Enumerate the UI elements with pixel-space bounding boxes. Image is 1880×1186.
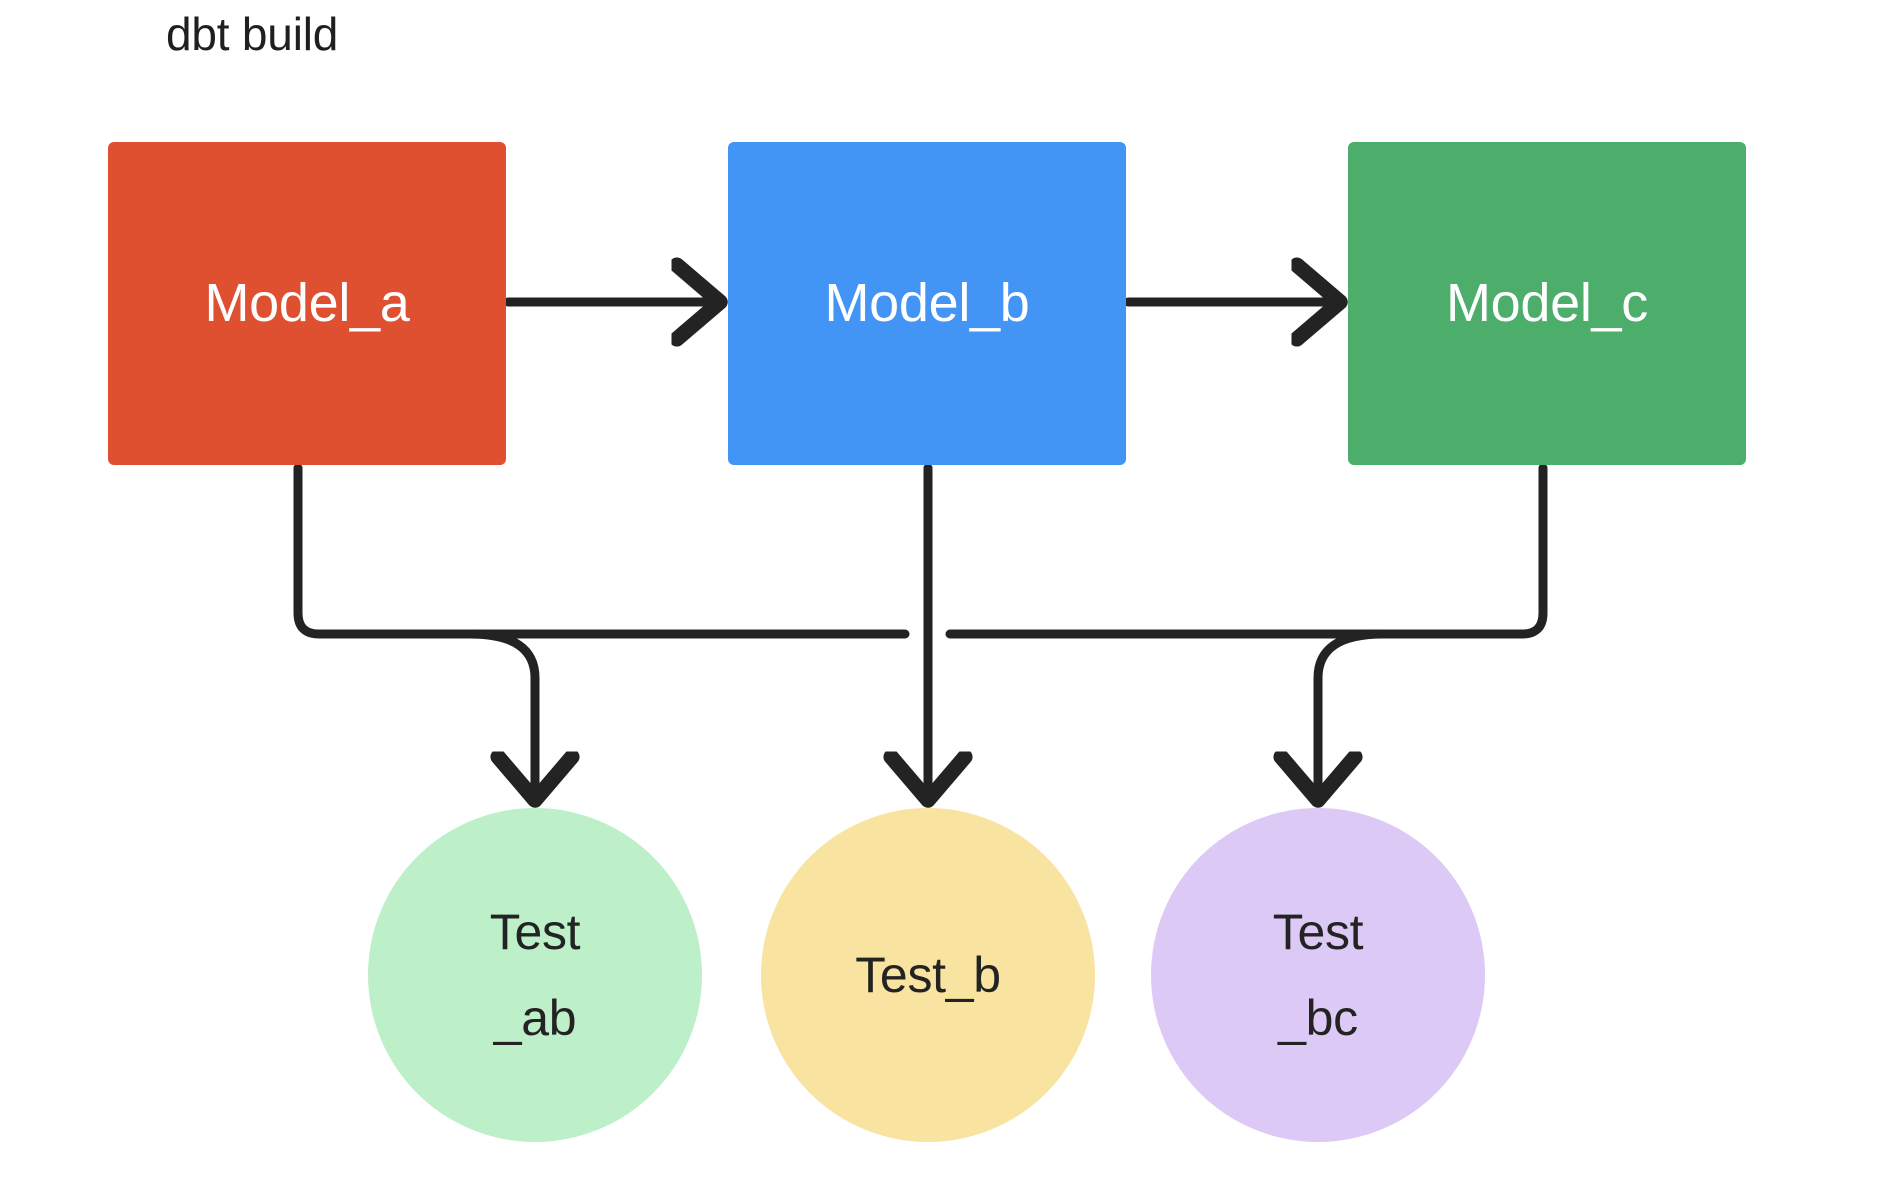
edge-bus-to-test-ab [465, 629, 535, 792]
node-test-b-label: Test_b [855, 947, 1001, 1003]
node-test-bc-label: Test _bc [1272, 904, 1364, 1046]
node-model-c[interactable]: Model_c [1348, 142, 1746, 465]
node-test-b[interactable]: Test_b [761, 808, 1095, 1142]
node-test-ab[interactable]: Test _ab [368, 808, 702, 1142]
edge-model-a-to-bus [293, 463, 910, 639]
node-test-bc[interactable]: Test _bc [1151, 808, 1485, 1142]
node-model-b-label: Model_b [824, 272, 1030, 333]
node-model-a[interactable]: Model_a [108, 142, 506, 465]
page-title: dbt build [166, 8, 339, 60]
node-test-ab-label: Test _ab [489, 904, 581, 1046]
node-model-b[interactable]: Model_b [728, 142, 1126, 465]
edge-bus-to-test-bc [1318, 629, 1388, 792]
node-model-a-label: Model_a [204, 272, 410, 333]
node-model-c-label: Model_c [1445, 272, 1648, 333]
edge-model-c-to-bus [945, 463, 1548, 639]
